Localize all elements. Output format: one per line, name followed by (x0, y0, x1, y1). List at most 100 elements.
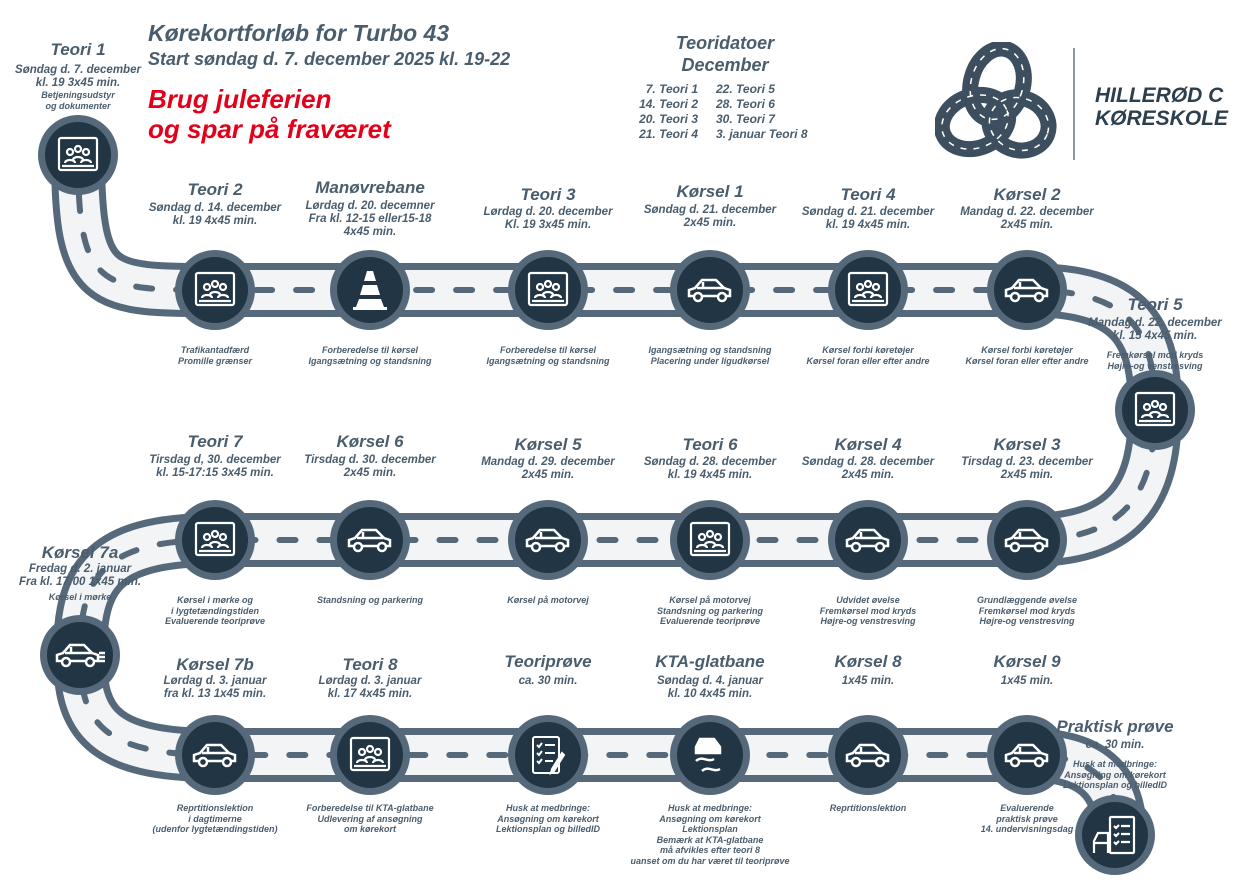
station-info: 1x45 min. (842, 675, 894, 688)
station-info-line: Søndag d. 4. januar (656, 675, 764, 687)
station-circle (828, 500, 908, 580)
station-info-line: kl. 10 4x45 min. (667, 688, 753, 700)
station-note-line: Ansøgning om kørekort (1064, 769, 1166, 780)
station-title: Kørsel 7b (176, 655, 254, 674)
station-note-line: Kørsel på motorvej (669, 595, 751, 605)
station-note-line: Kørsel forbi køretøjer (981, 345, 1073, 355)
station-circle (508, 500, 588, 580)
slogan-line: og spar på fraværet (148, 114, 391, 144)
theory-date: 7. Teori 1 (645, 82, 698, 96)
station-note-line: må afvikles efter teori 8 (659, 845, 761, 855)
station-circle (670, 250, 750, 330)
classroom-icon (182, 507, 248, 573)
station-info-line: 2x45 min. (683, 217, 737, 229)
station-note-line: Ansøgning om kørekort (497, 813, 599, 824)
station-circle (175, 500, 255, 580)
station-circle (175, 250, 255, 330)
station-note-line: 14. undervisningsdag (980, 824, 1074, 834)
station-note-line: Promille grænser (177, 355, 253, 366)
station-info-line: Mandag d. 22. december (960, 206, 1094, 218)
station-info-line: Mandag d. 22. december (1088, 317, 1222, 329)
station-title: Teori 6 (682, 435, 738, 454)
station-title: Teori 2 (187, 180, 243, 199)
station-info-line: Søndag d. 28. december (643, 456, 777, 468)
knot-logo-icon (935, 42, 1057, 159)
station-note-line: Kørsel foran eller efter andre (806, 355, 930, 366)
station-info-line: Søndag d. 21. december (643, 204, 777, 216)
station-note-line: og dokumenter (45, 100, 111, 111)
station-title: Kørsel 8 (834, 652, 902, 671)
station-info: 1x45 min. (1001, 675, 1053, 688)
station-info-line: kl. 17 4x45 min. (327, 688, 413, 700)
station-note-line: Betjeningsudstyr (41, 90, 115, 100)
station-info-line: ca. 30 min. (1085, 739, 1145, 751)
station-note-line: Kørsel på motorvej (507, 595, 589, 605)
station-note-line: Kørsel forbi køretøjer (822, 345, 914, 355)
station-note-line: Højre-og venstresving (1107, 360, 1203, 371)
station-title: Teori 7 (187, 432, 243, 451)
station-title: Teori 4 (840, 185, 896, 204)
theory-dates: Teoridatoer December 7. Teori 1 14. Teor… (630, 32, 820, 142)
station-note-line: Evaluerende (1000, 803, 1054, 813)
slogan-line: Brug juleferien (148, 84, 332, 114)
station-note-line: Reprtitionslektion (829, 803, 907, 813)
station-info-line: Tirsdag d. 30. december (304, 454, 436, 466)
station-note-line: Grundlæggende øvelse (976, 595, 1078, 605)
theory-date: 22. Teori 5 (716, 82, 775, 96)
station-info-line: Fra kl. 17:00 1x45 min. (18, 576, 142, 588)
brand-name: HILLERØD C KØRESKOLE (1095, 84, 1228, 130)
station-title: Kørsel 6 (336, 432, 404, 451)
car-lights-icon (47, 622, 113, 688)
station-note-line: Evaluerende teoriprøve (164, 616, 266, 626)
station-info-line: 1x45 min. (841, 675, 895, 687)
station-info-line: Lørdag d. 3. januar (318, 675, 422, 687)
station-note-line: Forberedelse til KTA-glatbane (306, 803, 434, 813)
station-note-line: Igangsætning og standsning (486, 355, 610, 366)
station-title: Kørsel 2 (993, 185, 1061, 204)
station-title: Kørsel 9 (993, 652, 1061, 671)
station-circle (1075, 795, 1155, 875)
classroom-icon (45, 122, 111, 188)
station-info-line: ca. 30 min. (518, 675, 578, 687)
station-note-line: Fremkørsel mod kryds (819, 605, 917, 616)
station-note-line: i dagtimerne (188, 813, 242, 824)
divider (1073, 48, 1075, 160)
station-info-line: Kl. 19 3x45 min. (504, 219, 592, 231)
station-info-line: Mandag d. 29. december (481, 456, 615, 468)
station-title: Kørsel 4 (834, 435, 902, 454)
car-icon (677, 257, 743, 323)
page-subtitle: Start søndag d. 7. december 2025 kl. 19-… (148, 49, 511, 69)
checklist-pen-icon (515, 722, 581, 788)
station-info-line: kl. 19 4x45 min. (172, 215, 258, 227)
classroom-icon (835, 257, 901, 323)
station-circle (38, 115, 118, 195)
station-note-line: praktisk prøve (996, 813, 1058, 824)
station-info-line: kl. 19 4x45 min. (825, 219, 911, 231)
station-note-line: Kørsel foran eller efter andre (965, 355, 1089, 366)
station-circle (330, 500, 410, 580)
station-note-line: Lektionsplan (682, 824, 738, 834)
station-note-line: Ansøgning om kørekort (659, 813, 761, 824)
station-note-line: (udenfor lygtetændingstiden) (152, 824, 278, 834)
station-note-line: om kørekort (343, 824, 397, 834)
car-icon (515, 507, 581, 573)
station-circle (330, 250, 410, 330)
